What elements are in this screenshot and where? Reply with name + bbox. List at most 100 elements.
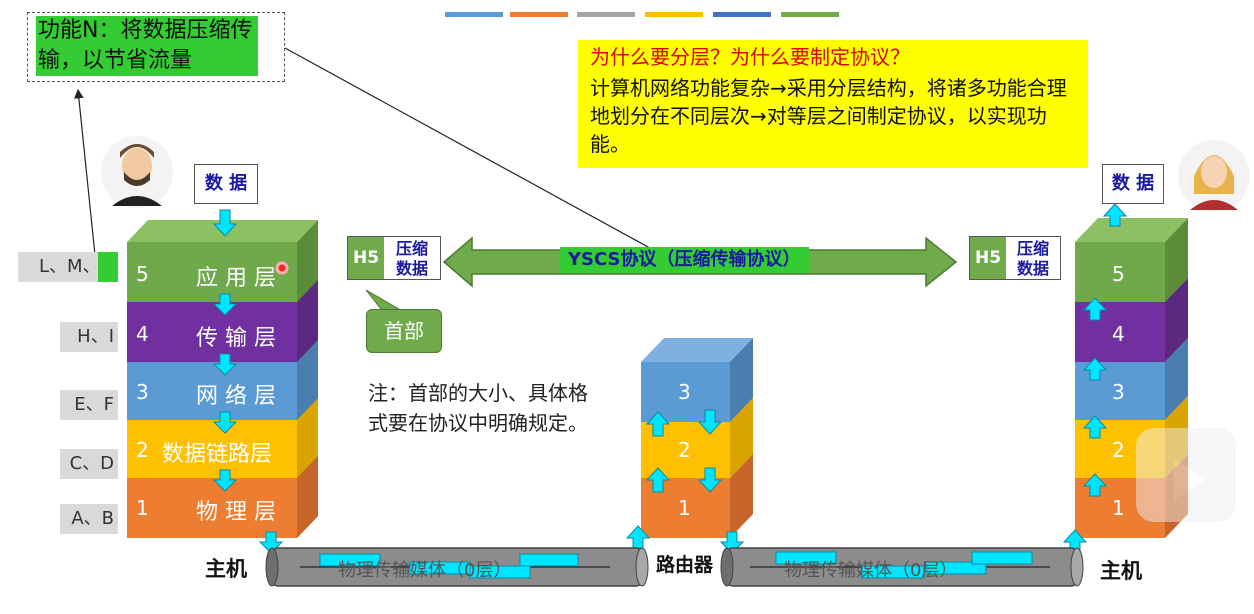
left-layer3-num: 3 [136,380,149,404]
left-layer1-num: 1 [136,496,149,520]
down-arrow-icon [212,353,238,376]
side-label-layer2: C、D [60,449,118,479]
left-layer4-name: 传 输 层 [196,326,276,351]
color-strip-3 [577,12,635,17]
pdu-left: H5 压缩 数据 [347,236,441,280]
left-layer-3 [127,362,297,420]
router-side-1 [730,454,753,538]
right-stack-top [1075,218,1188,242]
right-data-box: 数 据 [1102,164,1164,204]
left-layer2-num: 2 [136,438,149,462]
right-layer4-num: 4 [1112,322,1125,346]
pipe-end [1070,547,1084,587]
pdu-body-right: 压缩 数据 [1016,239,1049,278]
left-data-box: 数 据 [194,164,258,204]
side-label-layer1: A、B [60,504,118,534]
color-strip-5 [713,12,771,17]
side-label-text: L、M、N [38,256,114,277]
left-host-stack [127,220,318,538]
router-stack [641,338,753,538]
down-arrow-icon [697,409,723,435]
left-side-4 [297,280,318,362]
router-layer2-num: 2 [678,438,691,462]
header-callout: 首部 [366,309,442,353]
medium-left-label: 物理传输媒体（0层） [338,560,512,581]
router-arrows [625,409,745,554]
signal-block [925,561,987,575]
left-layer-1 [127,478,297,538]
up-arrow-icon [645,467,671,493]
pdu-right: H5 压缩 数据 [969,236,1061,280]
left-side-3 [297,340,318,420]
right-layer3-num: 3 [1112,380,1125,404]
down-arrow-icon [697,467,723,493]
medium-pipe-left [265,547,649,587]
protocol-pointer-line [284,47,691,271]
right-side-3 [1165,338,1188,420]
router-label: 路由器 [656,554,714,576]
left-host-label: 主机 [205,557,247,581]
router-layer3-num: 3 [678,380,691,404]
left-layer2-name: 数据链路层 [162,442,273,467]
up-arrow-icon [1082,297,1108,321]
pipe-end [635,547,649,587]
question-panel: 为什么要分层？为什么要制定协议？ 计算机网络功能复杂→采用分层结构，将诸多功能合… [578,40,1088,168]
medium-pipe-right [720,547,1084,587]
right-layer1-num: 1 [1112,496,1125,520]
side-label-layer3: E、F [60,390,118,420]
avatar-body [1190,200,1238,210]
right-layer5-num: 5 [1112,262,1125,286]
right-layer2-num: 2 [1112,438,1125,462]
user-avatar-left [101,136,173,208]
up-arrow-icon [645,411,671,437]
down-arrow-icon [212,293,238,316]
left-layer1-name: 物 理 层 [196,500,276,525]
router-layer1-num: 1 [678,496,691,520]
color-strip-4 [645,12,703,17]
down-arrow-icon [212,209,238,237]
avatar-hair [120,144,154,158]
medium-right-label: 物理传输媒体（0层） [784,560,958,581]
footnote: 注：首部的大小、具体格式要在协议中明确规定。 [368,381,588,435]
color-strip-2 [510,12,568,17]
signal-block [469,565,531,579]
left-layer-5 [127,242,297,302]
up-arrow-icon [625,525,651,549]
pdu-body-left: 压缩 数据 [395,239,428,278]
note-pointer-line [74,88,96,256]
watermark-icon [1136,428,1236,522]
side-label-layer4: H、I [60,322,118,352]
signal-block [319,553,381,567]
protocol-label: YSCS协议（压缩传输协议） [560,247,809,273]
question-title: 为什么要分层？为什么要制定协议？ [590,45,910,69]
avatar-face [1201,156,1227,188]
up-arrow-icon [1082,357,1108,381]
pdu-header-right: H5 [970,237,1006,279]
user-avatar-right [1178,140,1250,212]
watermark-play [1174,458,1206,500]
avatar-body [112,196,162,206]
left-layer3-name: 网 络 层 [196,384,276,409]
left-side-1 [297,456,318,538]
pipe-end [265,547,279,587]
up-arrow-icon [1082,473,1108,497]
down-arrow-icon [212,411,238,434]
right-layer-5 [1075,242,1165,302]
signal-block [775,551,837,565]
color-strip-6 [781,12,839,17]
pointer-dot [275,261,289,275]
left-layer5-num: 5 [136,262,149,286]
pdu-header-left: H5 [348,237,384,279]
left-layer-2 [127,420,297,478]
color-strip-1 [445,12,503,17]
router-top [641,338,753,362]
question-answer: 计算机网络功能复杂→采用分层结构，将诸多功能合理地划分在不同层次→对等层之间制定… [590,76,1067,156]
up-arrow-icon [1102,203,1128,227]
side-label-highlight [98,252,118,282]
router-side-2 [730,398,753,478]
function-note-text: 功能N：将数据压缩传输，以节省流量 [36,16,258,76]
right-side-4 [1165,278,1188,362]
left-layer5-name: 应 用 层 [196,266,276,291]
